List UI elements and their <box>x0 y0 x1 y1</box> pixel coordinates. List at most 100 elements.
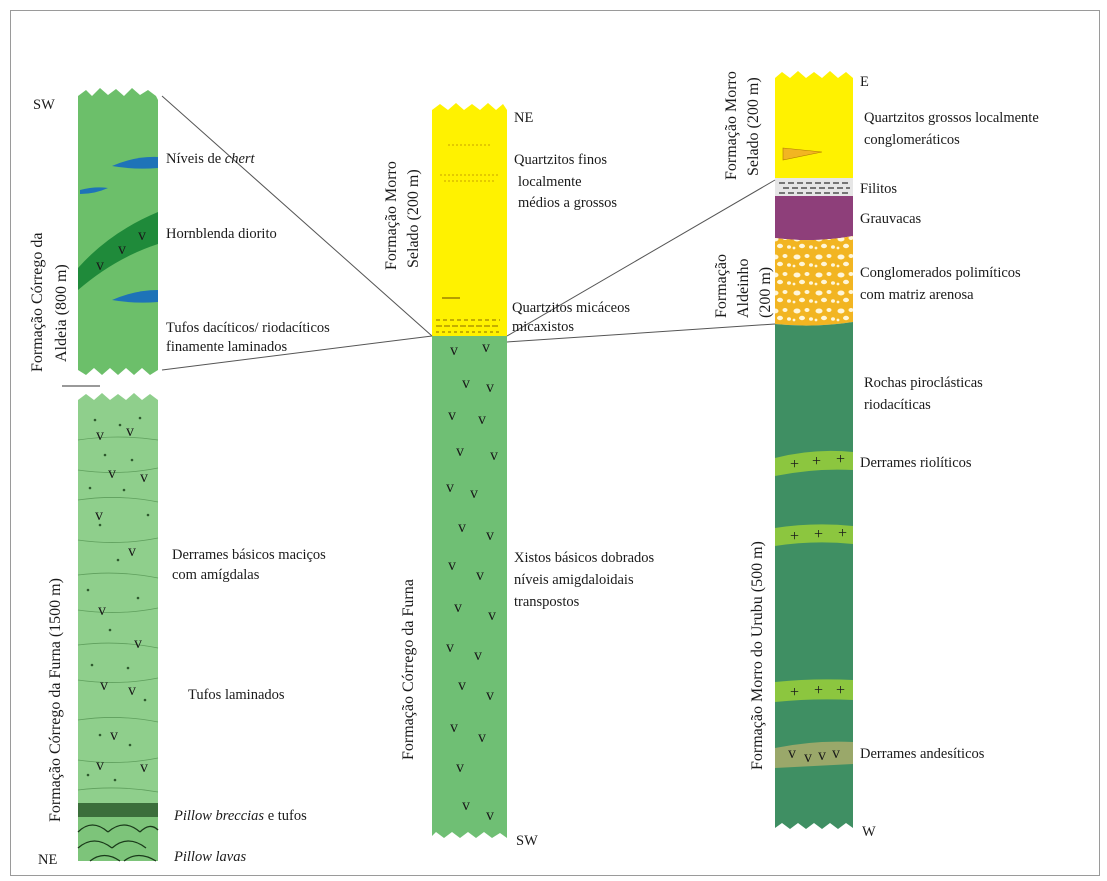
svg-text:v: v <box>450 719 458 736</box>
morro-selado-middle-label-2: Selado (200 m) <box>405 169 422 268</box>
svg-text:v: v <box>140 469 148 486</box>
svg-text:v: v <box>478 411 486 428</box>
pillow-breccia-layer <box>78 803 158 817</box>
morro-selado-unit <box>432 103 507 336</box>
quartzitos-grossos-label-2: conglomeráticos <box>864 132 960 148</box>
xistos-label-1: Xistos básicos dobrados <box>514 550 655 566</box>
svg-text:v: v <box>126 423 134 440</box>
quartzitos-finos-label-1: Quartzitos finos <box>514 152 607 168</box>
pillow-lavas-label: Pillow lavas <box>173 849 246 865</box>
piroclasticas-label-1: Rochas piroclásticas <box>864 375 983 391</box>
svg-text:+: + <box>814 526 823 543</box>
svg-text:v: v <box>134 635 142 652</box>
svg-text:v: v <box>128 543 136 560</box>
chert-lens <box>112 156 158 169</box>
urubu-formation-label: Formação Morro do Urubu (500 m) <box>749 541 766 770</box>
quartzitos-micaceos-label-2: micaxistos <box>512 319 574 335</box>
svg-text:v: v <box>818 747 826 764</box>
svg-text:v: v <box>804 749 812 766</box>
svg-text:+: + <box>838 525 847 542</box>
svg-text:v: v <box>490 447 498 464</box>
svg-text:v: v <box>96 427 104 444</box>
morro-selado-right-unit <box>775 71 853 178</box>
furna-formation-label: Formação Córrego da Furna (1500 m) <box>47 578 64 822</box>
quartzitos-finos-label-3: médios a grossos <box>518 195 617 211</box>
right-top-label: E <box>860 74 869 90</box>
diagram-frame <box>10 10 1100 876</box>
xistos-label-2: níveis amigdaloidais <box>514 572 634 588</box>
svg-text:v: v <box>98 602 106 619</box>
svg-text:v: v <box>478 729 486 746</box>
right-bottom-label: W <box>862 824 876 840</box>
svg-text:v: v <box>482 339 490 356</box>
svg-text:v: v <box>832 745 840 762</box>
filitos-layer <box>775 178 853 196</box>
v-mark: v <box>96 257 104 274</box>
chert-lens <box>80 187 108 194</box>
derrames-basicos-label-1: Derrames básicos maciços <box>172 547 326 563</box>
quartzitos-grossos-label-1: Quartzitos grossos localmente <box>864 110 1039 126</box>
svg-text:v: v <box>470 485 478 502</box>
svg-text:v: v <box>128 682 136 699</box>
quartzitos-micaceos-label-1: Quartzitos micáceos <box>512 300 630 316</box>
conglomerado-layer <box>775 236 853 326</box>
v-mark: v <box>118 241 126 258</box>
svg-text:v: v <box>458 519 466 536</box>
svg-text:v: v <box>486 379 494 396</box>
svg-text:+: + <box>814 682 823 699</box>
tufos-dacitic-label-2: finamente laminados <box>166 339 288 355</box>
furna-middle-formation-label: Formação Córrego da Furna <box>400 579 417 760</box>
svg-text:v: v <box>486 807 494 824</box>
amygdale-dots <box>86 416 150 782</box>
svg-text:v: v <box>100 677 108 694</box>
svg-text:v: v <box>788 745 796 762</box>
middle-bottom-label: SW <box>516 833 538 849</box>
grauvacas-label: Grauvacas <box>860 211 922 227</box>
svg-text:+: + <box>836 682 845 699</box>
svg-text:+: + <box>836 451 845 468</box>
rhyolite-band <box>775 450 853 476</box>
left-bottom-label: NE <box>38 852 57 868</box>
conglomerados-label-1: Conglomerados polimíticos <box>860 265 1021 281</box>
svg-text:v: v <box>456 443 464 460</box>
furna-unit <box>78 393 158 812</box>
svg-text:v: v <box>448 407 456 424</box>
pillow-lava-layer <box>77 817 159 862</box>
hornblende-label: Hornblenda diorito <box>166 226 277 242</box>
left-top-label: SW <box>33 97 55 113</box>
filitos-label: Filitos <box>860 181 897 197</box>
derrames-andesiticos-label: Derrames andesíticos <box>860 746 985 762</box>
svg-text:v: v <box>95 507 103 524</box>
correlation-lines <box>161 95 776 371</box>
svg-text:v: v <box>486 527 494 544</box>
svg-text:v: v <box>476 567 484 584</box>
svg-text:v: v <box>446 479 454 496</box>
svg-text:v: v <box>140 759 148 776</box>
hornblende-band <box>78 212 158 290</box>
svg-text:v: v <box>446 639 454 656</box>
svg-text:v: v <box>108 465 116 482</box>
svg-text:v: v <box>456 759 464 776</box>
aldeinho-label-3: (200 m) <box>757 267 774 318</box>
tufos-dacitic-label-1: Tufos dacíticos/ riodacíticos <box>166 320 330 336</box>
andesite-band <box>775 741 853 768</box>
urubu-unit <box>775 322 853 829</box>
morro-selado-right-label-2: Selado (200 m) <box>745 77 762 176</box>
svg-text:v: v <box>96 757 104 774</box>
morro-selado-right-label-1: Formação Morro <box>723 71 740 180</box>
quartzitos-finos-label-2: localmente <box>518 174 582 190</box>
plus-marks: +++ +++ +++ <box>790 451 847 701</box>
aldeia-formation-label-1: Formação Córrego da <box>29 232 46 372</box>
svg-text:v: v <box>462 797 470 814</box>
piroclasticas-label-2: riodacíticas <box>864 397 931 413</box>
morro-selado-middle-label-1: Formação Morro <box>383 161 400 270</box>
fine-quartzite-dashes <box>440 144 500 182</box>
aldeia-formation-label-2: Aldeia (800 m) <box>53 264 70 362</box>
furna-middle-unit <box>432 336 507 838</box>
grauvacas-layer <box>775 196 853 241</box>
